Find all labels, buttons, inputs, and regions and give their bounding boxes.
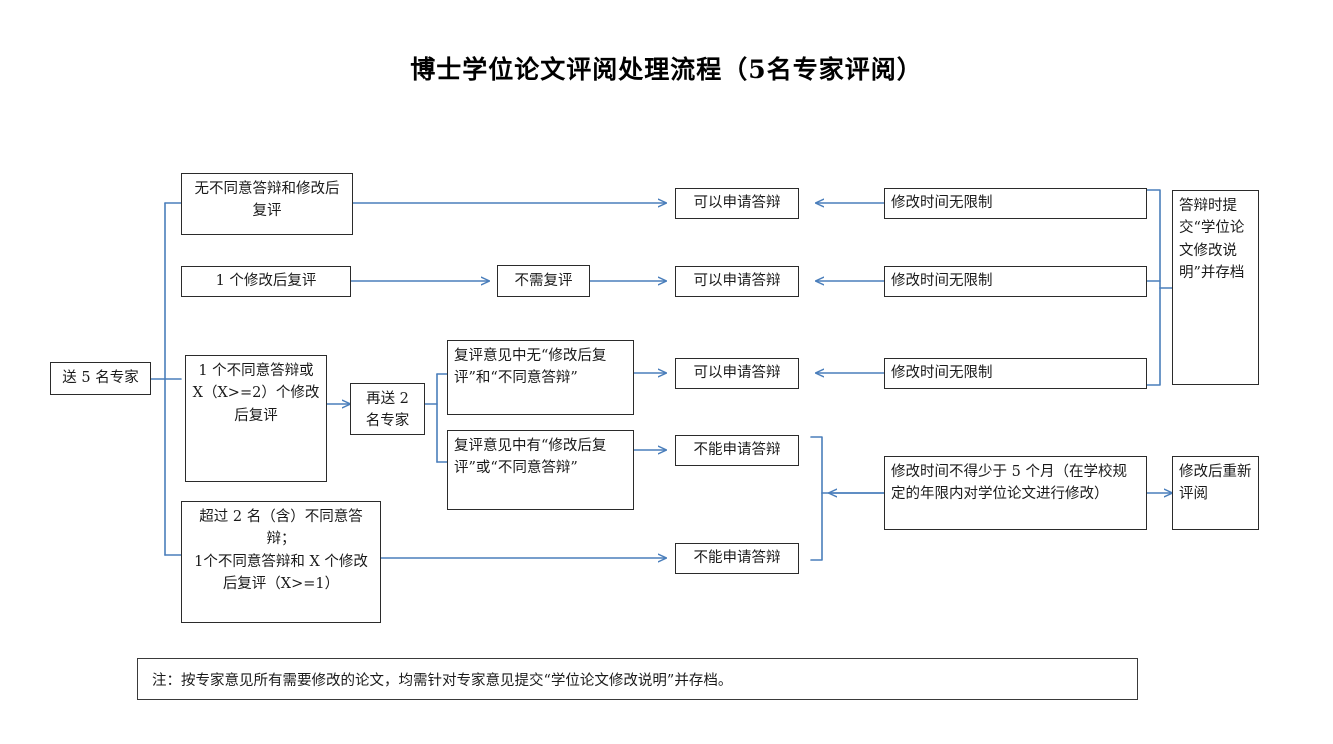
node-start: 送 5 名专家 (50, 362, 151, 395)
node-branch-one-objection: 1 个不同意答辩或 X（X>=2）个修改后复评 (185, 355, 327, 482)
node-review-opinion-some: 复评意见中有“修改后复评”或“不同意答辩” (447, 430, 634, 510)
node-no-re-review-needed: 不需复评 (497, 265, 590, 297)
node-minimum-five-months: 修改时间不得少于 5 个月（在学校规定的年限内对学位论文进行修改） (884, 456, 1147, 530)
node-cannot-apply-defense-1: 不能申请答辩 (675, 435, 799, 466)
node-re-review-after-revision: 修改后重新评阅 (1172, 456, 1259, 530)
node-unlimited-revision-time-3: 修改时间无限制 (884, 358, 1147, 389)
node-cannot-apply-defense-2: 不能申请答辩 (675, 543, 799, 574)
node-unlimited-revision-time-1: 修改时间无限制 (884, 188, 1147, 219)
node-resend-two-experts: 再送 2 名专家 (350, 383, 425, 435)
node-review-opinion-none: 复评意见中无“修改后复评”和“不同意答辩” (447, 340, 634, 415)
node-branch-one-revision: 1 个修改后复评 (181, 266, 351, 297)
node-submit-revision-statement: 答辩时提交“学位论文修改说明”并存档 (1172, 190, 1259, 385)
page-title: 博士学位论文评阅处理流程（5名专家评阅） (410, 55, 923, 84)
node-branch-two-or-more-objections: 超过 2 名（含）不同意答辩； 1个不同意答辩和 X 个修改后复评（X>=1） (181, 501, 381, 623)
node-branch-no-objection: 无不同意答辩和修改后复评 (181, 173, 353, 235)
node-can-apply-defense-3: 可以申请答辩 (675, 358, 799, 389)
node-can-apply-defense-2: 可以申请答辩 (675, 266, 799, 297)
footnote-text: 注：按专家意见所有需要修改的论文，均需针对专家意见提交“学位论文修改说明”并存档… (152, 672, 733, 689)
footnote-box: 注：按专家意见所有需要修改的论文，均需针对专家意见提交“学位论文修改说明”并存档… (137, 658, 1138, 700)
node-unlimited-revision-time-2: 修改时间无限制 (884, 266, 1147, 297)
node-can-apply-defense-1: 可以申请答辩 (675, 188, 799, 219)
